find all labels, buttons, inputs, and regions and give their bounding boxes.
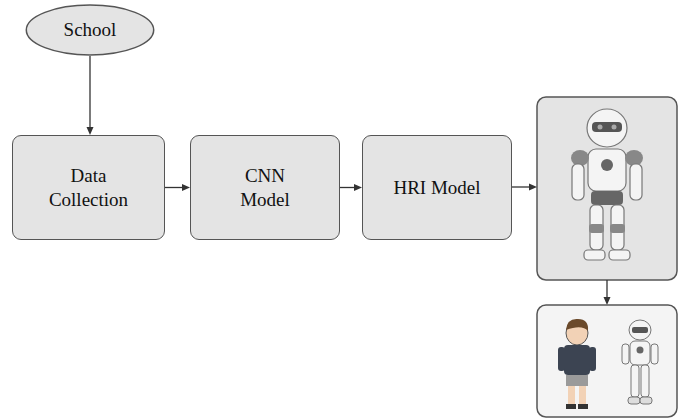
connector-arrow [87, 56, 94, 135]
connector-line [340, 187, 355, 188]
connector-line [165, 187, 183, 188]
arrow-head [87, 127, 94, 135]
arrow-head [604, 297, 611, 305]
robot-figure [571, 109, 643, 260]
connector-arrow [165, 184, 190, 191]
scene-panel [537, 305, 677, 417]
process-box: CNN Model [190, 135, 340, 240]
arrow-line [512, 186, 530, 187]
process-box: HRI Model [362, 135, 512, 240]
node-label: HRI Model [393, 176, 480, 200]
arrow-head [529, 184, 537, 191]
arrow-head [182, 184, 190, 191]
connector-line [89, 56, 90, 128]
node-label: School [64, 18, 117, 42]
process-box: Data Collection [12, 135, 165, 240]
node-label: Data Collection [43, 164, 135, 212]
small-robot-figure [622, 320, 658, 404]
arrow-head [354, 184, 362, 191]
arrow-line [606, 280, 607, 298]
connector-arrow [340, 184, 362, 191]
robot-panel [537, 97, 677, 280]
child-figure [558, 319, 596, 409]
node-label: CNN Model [234, 164, 296, 212]
start-ellipse: School [25, 4, 155, 56]
